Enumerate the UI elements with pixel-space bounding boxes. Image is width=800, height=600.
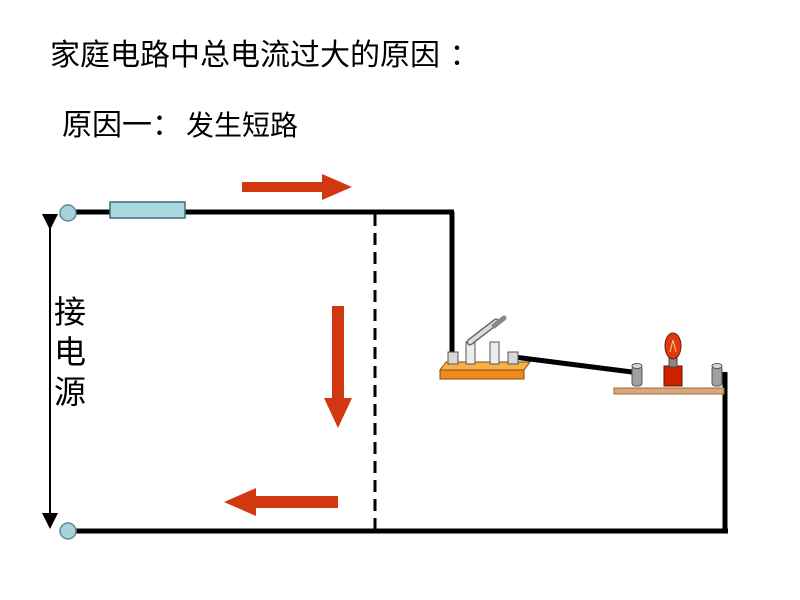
power-source-char-3: 源: [54, 373, 87, 411]
arrow-down-icon: [324, 306, 352, 428]
top-terminal: [59, 204, 77, 222]
switch-to-lamp-wire: [513, 354, 633, 375]
power-source-char-2: 电: [54, 333, 87, 371]
power-source-label: 接 电 源: [54, 292, 94, 412]
cause-text: 发生短路: [186, 109, 299, 142]
light-bulb-icon: [663, 332, 683, 387]
page-title: 家庭电路中总电流过大的原因 ：: [50, 38, 480, 73]
arrow-left-icon: [224, 488, 338, 516]
terminal-post-icon: [631, 363, 643, 387]
cause-label: 原因一：: [62, 108, 182, 143]
terminal-post-icon: [711, 363, 723, 387]
power-source-char-1: 接: [54, 293, 87, 331]
bottom-terminal: [59, 522, 77, 540]
lamp-shelf: [613, 387, 725, 395]
cause-heading: 原因一：发生短路: [62, 100, 298, 144]
knife-switch-icon: [439, 315, 531, 380]
fuse-icon: [109, 201, 186, 219]
arrow-right-icon: [242, 174, 352, 200]
circuit-wires: [76, 209, 728, 534]
